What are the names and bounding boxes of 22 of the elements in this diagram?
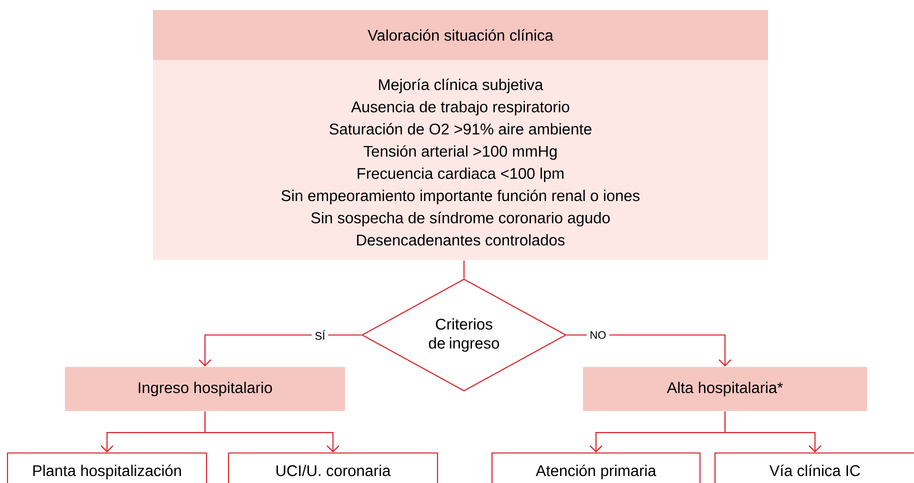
criterion-line: Sin sospecha de síndrome coronario agudo — [311, 212, 610, 226]
criterion-line: Mejoría clínica subjetiva — [379, 78, 544, 94]
outcome-box: Planta hospitalización — [6, 452, 208, 483]
process-box: Ingreso hospitalario — [65, 367, 345, 411]
criterion-line: Frecuencia cardiaca <100 lpm — [358, 168, 564, 182]
criterion-line: Saturación de O2 >91% aire ambiente — [330, 123, 592, 135]
arrow — [724, 412, 822, 452]
arrow — [566, 334, 732, 366]
outcome-box: UCI/U. coronaria — [228, 452, 438, 483]
arrow — [198, 334, 362, 366]
criterion-line: Ausencia de trabajo respiratorio — [351, 100, 570, 116]
edge-label: SÍ — [315, 330, 326, 340]
outcome-box: Vía clínica IC — [714, 452, 914, 483]
panel-heading: Valoración situación clínica — [368, 29, 554, 41]
criteria-box — [153, 10, 768, 260]
criterion-line: Tensión arterial >100 mmHg — [364, 145, 557, 160]
process-box: Alta hospitalaria* — [583, 367, 867, 411]
edge-label: NO — [590, 331, 606, 339]
outcome-box: Atención primaria — [491, 452, 701, 483]
criterion-line: Desencadenantes controlados — [357, 234, 565, 246]
criterion-line: Sin empeoramiento importante función renal o iones — [282, 190, 640, 204]
arrow — [204, 412, 340, 452]
